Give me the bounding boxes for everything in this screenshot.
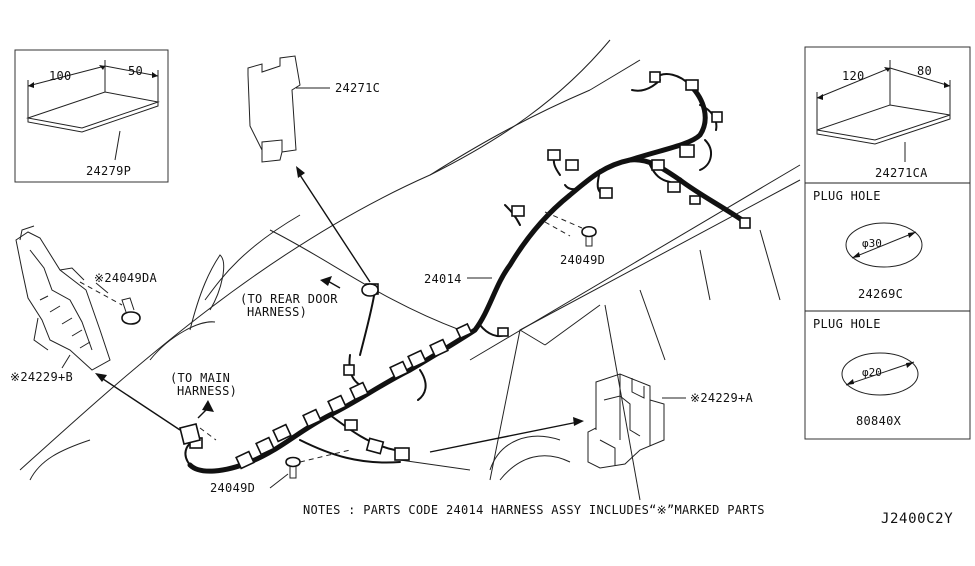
plug-hole-label-2: PLUG HOLE — [813, 317, 881, 331]
part-80840X-label: 80840X — [856, 414, 902, 428]
protector-24271C: 24271C — [247, 55, 380, 163]
diagram-code: J2400C2Y — [881, 511, 953, 527]
harness-24014 — [184, 73, 748, 474]
part-24229B-label: ※24229+B — [10, 370, 73, 384]
hole2-diameter-label: φ20 — [862, 366, 882, 379]
bracket-24229B: ※24229+B — [10, 225, 111, 384]
main-harness-note-line2: HARNESS) — [177, 384, 237, 398]
rear-door-note-line1: (TO REAR DOOR — [240, 292, 338, 306]
main-harness-connection — [179, 400, 217, 445]
pad1-depth-label: 50 — [128, 64, 143, 78]
part-24014-label: 24014 — [424, 272, 462, 286]
part-24269C-label: 24269C — [858, 287, 903, 301]
part-24049D-bottom-label: 24049D — [210, 481, 255, 495]
bracket-24229A: ※24229+A — [587, 373, 754, 469]
part-24049D-top-label: 24049D — [560, 253, 605, 267]
harness-connectors — [189, 71, 751, 470]
hole1-diameter-label: φ30 — [862, 237, 882, 250]
pad2-depth-label: 80 — [917, 64, 932, 78]
part-24049DA-label: ※24049DA — [94, 271, 158, 285]
rear-door-grommet — [320, 276, 379, 297]
main-harness-note: (TO MAIN HARNESS) — [170, 371, 237, 398]
notes-text: NOTES : PARTS CODE 24014 HARNESS ASSY IN… — [303, 503, 765, 517]
plug-hole-label-1: PLUG HOLE — [813, 189, 881, 203]
plug-hole-30-detail: PLUG HOLE φ30 24269C — [813, 189, 923, 301]
rear-door-note: (TO REAR DOOR HARNESS) — [240, 292, 338, 319]
pad-24271CA-detail: 120 80 24271CA — [816, 60, 951, 180]
clip-24049D-bottom: 24049D — [210, 449, 351, 495]
part-24279P-label: 24279P — [86, 164, 131, 178]
clip-24049DA: ※24049DA — [79, 271, 158, 325]
clip-24049D-top: 24049D — [544, 211, 605, 267]
part-24229A-label: ※24229+A — [690, 391, 754, 405]
part-24271CA-label: 24271CA — [875, 166, 928, 180]
plug-hole-20-detail: PLUG HOLE φ20 80840X — [813, 317, 919, 428]
pad-24279P-box: 100 50 24279P — [14, 49, 169, 183]
pad1-width-label: 100 — [49, 69, 72, 83]
vehicle-body-outline — [19, 39, 801, 501]
pointer-arrows — [95, 166, 584, 453]
part-24271C-label: 24271C — [335, 81, 380, 95]
pad2-width-label: 120 — [842, 69, 865, 83]
harness-label-group: 24014 — [424, 272, 492, 286]
main-harness-note-line1: (TO MAIN — [170, 371, 230, 385]
rear-door-note-line2: HARNESS) — [247, 305, 307, 319]
right-detail-panel: 120 80 24271CA PLUG HOLE φ30 24269C PLUG… — [804, 46, 971, 440]
